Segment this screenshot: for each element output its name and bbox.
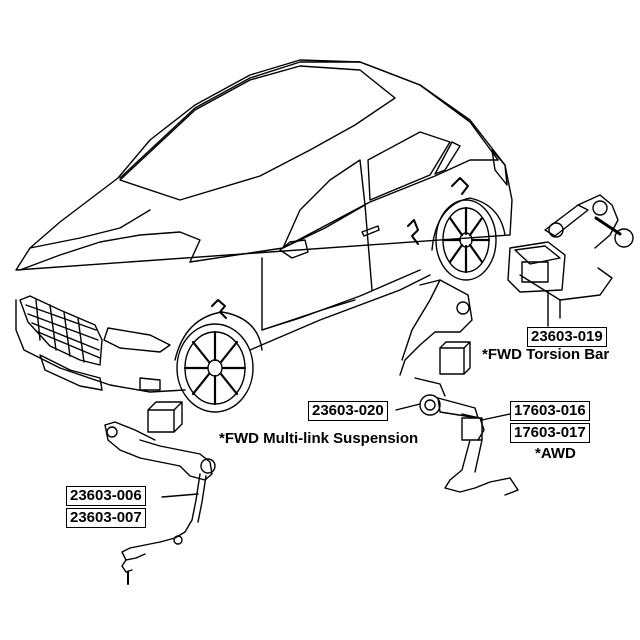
sensor-front [104,401,216,585]
sensor-multilink-awd [395,279,519,496]
part-number-23603-019: 23603-019 [527,327,607,347]
car-illustration [15,59,513,413]
part-number-23603-006: 23603-006 [66,486,146,506]
part-number-23603-007: 23603-007 [66,508,146,528]
part-number-23603-020: 23603-020 [308,401,388,421]
part-number-17603-017: 17603-017 [510,423,590,443]
sensor-torsion-bar [507,194,634,327]
part-number-17603-016: 17603-016 [510,401,590,421]
note-fwd-multi-link-suspension: *FWD Multi-link Suspension [219,430,419,447]
note-fwd-torsion-bar: *FWD Torsion Bar [482,346,610,363]
note-awd: *AWD [535,445,576,462]
